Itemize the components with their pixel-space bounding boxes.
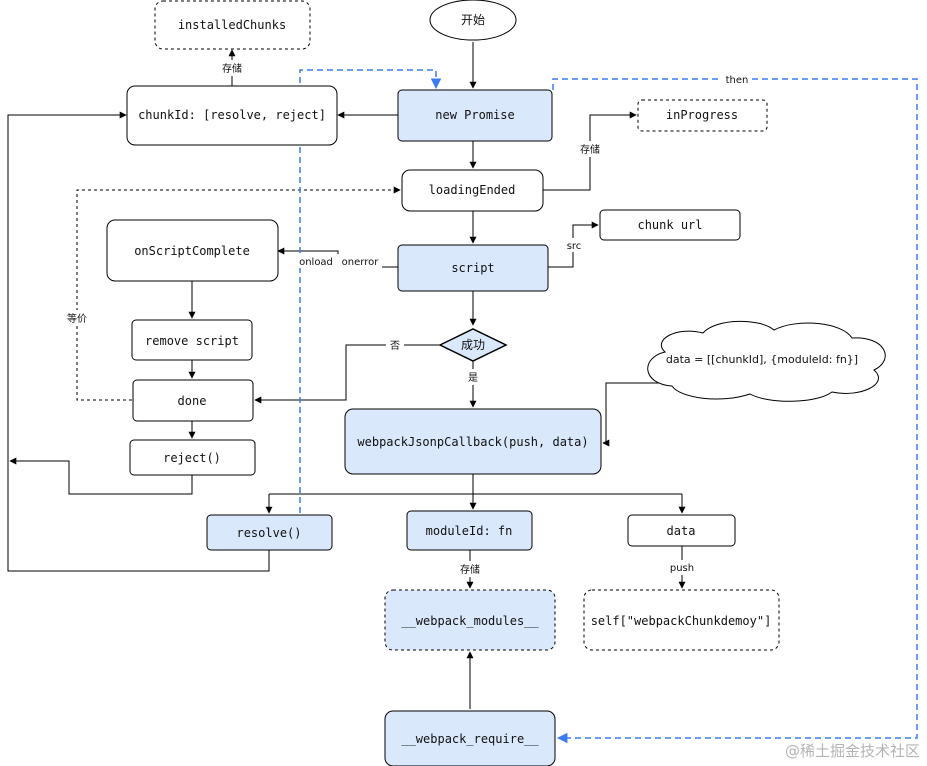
chunk-url-label: chunk url [637,218,702,232]
new-promise-node: new Promise [397,89,553,142]
edge-reject-loop [9,457,193,495]
edge-done-to-loading-ended-equivalent [76,186,401,401]
reject-label: reject() [163,451,221,465]
label-store-modules: 存储 [460,563,480,576]
remove-script-node: remove script [131,319,253,361]
data-cloud-label: data = [[chunkId], {moduleId: fn}] [666,353,858,366]
label-then: then [726,75,749,86]
success-decision-label: 成功 [461,338,485,352]
edge-labels: 存储 存储 then src onload onerror 等价 否 是 存储 … [62,60,752,577]
edge-data-cloud-to-jsonp-callback [602,382,662,447]
label-src: src [567,241,582,252]
new-promise-label: new Promise [435,108,514,122]
data-cloud-node: data = [[chunkId], {moduleId: fn}] [647,320,886,402]
script-node: script [397,244,549,292]
edge-new-promise-then-to-webpack-require [552,78,918,744]
module-id-node: moduleId: fn [406,510,533,551]
webpack-require-node: __webpack_require__ [384,710,556,766]
success-decision-node: 成功 [438,328,508,362]
edge-jsonp-callback-to-branches [269,474,682,495]
chunk-url-node: chunk url [599,209,741,241]
on-script-complete-label: onScriptComplete [134,244,250,258]
jsonp-callback-node: webpackJsonpCallback(push, data) [344,408,602,475]
webpack-modules-label: __webpack_modules__ [401,614,539,628]
webpack-require-label: __webpack_require__ [401,732,539,746]
jsonp-callback-label: webpackJsonpCallback(push, data) [357,435,588,449]
on-script-complete-node: onScriptComplete [106,219,279,282]
resolve-node: resolve() [206,514,333,551]
edge-resolve-loop [7,111,270,572]
start-node-label: 开始 [461,13,485,27]
loading-ended-label: loadingEnded [429,183,516,197]
label-onerror: onerror [342,257,380,268]
label-push: push [670,563,694,574]
installed-chunks-node: installedChunks [154,0,311,50]
done-label: done [178,394,207,408]
loading-ended-node: loadingEnded [401,169,544,212]
label-equivalent: 等价 [67,312,87,325]
label-store-in-progress: 存储 [580,143,600,156]
in-progress-label: inProgress [666,108,738,122]
watermark: @稀土掘金技术社区 [785,742,920,760]
webpack-modules-node: __webpack_modules__ [384,589,556,651]
start-node: 开始 [429,0,517,41]
data-node-label: data [667,524,696,538]
in-progress-node: inProgress [637,99,768,132]
chunk-id-store-node: chunkId: [resolve, reject] [126,85,338,146]
label-onload: onload [299,257,333,268]
reject-node: reject() [129,439,256,476]
label-no: 否 [390,340,400,352]
done-node: done [132,379,254,422]
label-store-installed: 存储 [222,62,242,75]
chunk-id-store-label: chunkId: [resolve, reject] [138,108,326,122]
label-yes: 是 [468,372,478,384]
module-id-label: moduleId: fn [426,524,513,538]
webpack-chunk-global-label: self["webpackChunkdemoy"] [591,614,772,628]
nodes: 开始 installedChunks chunkId: [resolve, re… [106,0,886,766]
remove-script-label: remove script [145,334,239,348]
data-node: data [627,514,736,547]
installed-chunks-label: installedChunks [178,18,286,32]
edge-resolve-to-new-promise-dashed [299,69,442,513]
edge-success-no-to-done [254,344,440,404]
script-label: script [451,261,494,275]
webpack-chunk-global-node: self["webpackChunkdemoy"] [583,589,780,651]
resolve-label: resolve() [236,526,301,540]
